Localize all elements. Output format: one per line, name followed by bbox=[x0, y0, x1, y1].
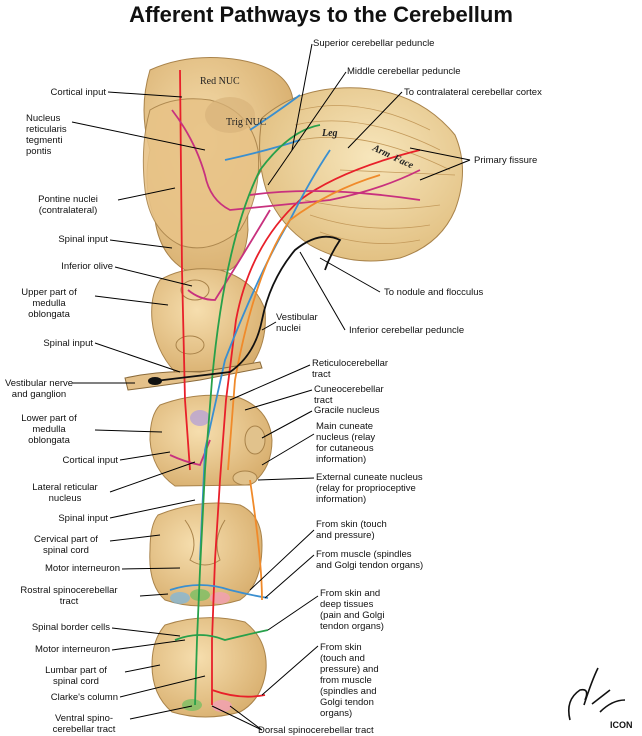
label-superior-peduncle: Superior cerebellar peduncle bbox=[313, 38, 435, 49]
leg-region-label: Leg bbox=[321, 128, 338, 139]
label-upper-medulla: Upper part of medulla oblongata bbox=[21, 287, 77, 320]
label-spinal-input-2: Spinal input bbox=[43, 338, 93, 349]
cervical-cord-section bbox=[149, 502, 263, 607]
label-cuneocerebellar: Cuneocerebellar tract bbox=[314, 384, 384, 406]
label-cortical-input-top: Cortical input bbox=[50, 87, 106, 98]
lumbar-cord-section bbox=[151, 617, 267, 718]
label-contralateral-cortex: To contralateral cerebellar cortex bbox=[404, 87, 542, 98]
label-nodule-flocculus: To nodule and flocculus bbox=[384, 287, 484, 298]
pathways bbox=[154, 69, 421, 706]
label-lateral-reticular: Lateral reticular nucleus bbox=[32, 482, 98, 504]
label-clarkes-column: Clarke's column bbox=[50, 692, 118, 703]
label-vestibular-nuclei: Vestibular nuclei bbox=[276, 312, 318, 334]
label-rostral-spinocerebellar: Rostral spinocerebellar tract bbox=[20, 585, 118, 607]
trigeminal-nucleus-label: Trig NUC bbox=[226, 117, 267, 128]
label-pontine-nuclei: Pontine nuclei (contralateral) bbox=[38, 194, 98, 216]
label-from-skin-deep: From skin and deep tissues (pain and Gol… bbox=[320, 588, 385, 632]
label-spinal-border-cells: Spinal border cells bbox=[31, 622, 110, 633]
label-cervical-cord: Cervical part of spinal cord bbox=[34, 534, 98, 556]
left-leaders bbox=[71, 91, 206, 720]
label-lumbar-cord: Lumbar part of spinal cord bbox=[45, 665, 107, 687]
label-main-cuneate: Main cuneate nucleus (relay for cutaneou… bbox=[316, 421, 376, 465]
red-nucleus-label: Red NUC bbox=[200, 76, 240, 87]
label-from-muscle-1: From muscle (spindles and Golgi tendon o… bbox=[316, 549, 424, 571]
label-dorsal-spinocerebellar: Dorsal spinocerebellar tract bbox=[258, 725, 374, 736]
right-leaders bbox=[211, 43, 471, 731]
label-middle-peduncle: Middle cerebellar peduncle bbox=[347, 66, 461, 77]
label-motor-interneuron-2: Motor interneuron bbox=[35, 644, 110, 655]
label-inferior-peduncle: Inferior cerebellar peduncle bbox=[349, 325, 465, 336]
label-nucleus-reticularis: Nucleus reticularis tegmenti pontis bbox=[26, 113, 67, 157]
label-from-skin-1: From skin (touch and pressure) bbox=[316, 519, 387, 541]
label-gracile: Gracile nucleus bbox=[314, 405, 380, 416]
signature bbox=[567, 667, 626, 721]
label-primary-fissure: Primary fissure bbox=[474, 155, 538, 166]
upper-medulla-section bbox=[151, 268, 266, 373]
label-spinal-input-3: Spinal input bbox=[58, 513, 108, 524]
label-lower-medulla: Lower part of medulla oblongata bbox=[21, 413, 77, 446]
label-spinal-input-1: Spinal input bbox=[58, 234, 108, 245]
lower-medulla-section bbox=[149, 394, 273, 487]
label-reticulocerebellar: Reticulocerebellar tract bbox=[312, 358, 389, 380]
label-external-cuneate: External cuneate nucleus (relay for prop… bbox=[316, 472, 423, 505]
label-ventral-spinocerebellar: Ventral spino- cerebellar tract bbox=[52, 713, 116, 735]
label-inferior-olive: Inferior olive bbox=[61, 261, 113, 272]
label-motor-interneuron-1: Motor interneuron bbox=[45, 563, 120, 574]
page-title: Afferent Pathways to the Cerebellum bbox=[129, 2, 513, 27]
label-vestibular-nerve: Vestibular nerve and ganglion bbox=[4, 378, 74, 400]
label-cortical-input-2: Cortical input bbox=[62, 455, 118, 466]
label-from-skin-2: From skin (touch and pressure) and from … bbox=[320, 642, 379, 719]
publisher-mark: ICON bbox=[610, 720, 633, 730]
